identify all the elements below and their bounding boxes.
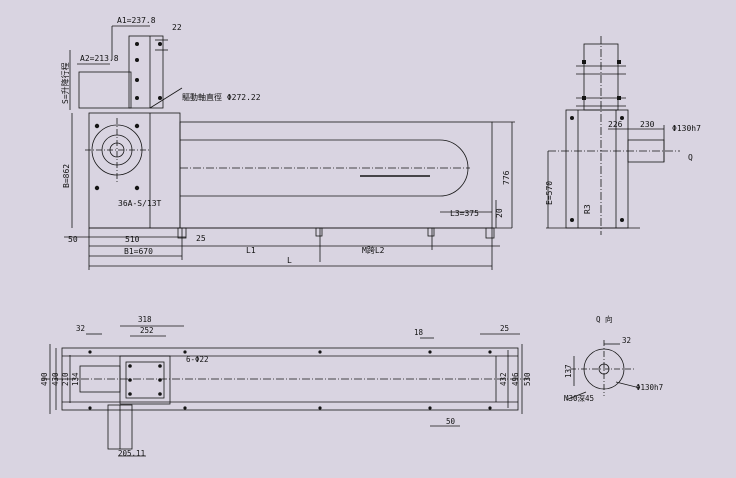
dim-205: 205.11 <box>118 449 145 458</box>
motor-housing <box>128 35 164 109</box>
q-view-labels: Q 向 32 137 M30深45 Φ130h7 <box>564 314 663 403</box>
dim-776: 776 <box>502 170 511 185</box>
dim-bore: 驅動軸直徑 Φ272.22 <box>182 92 261 102</box>
front-view-labels: A1=237.8 22 A2=213.8 S=升降行程 驅動軸直徑 Φ272.2… <box>60 16 511 265</box>
dim-22: 22 <box>172 23 182 32</box>
dim-a1: A1=237.8 <box>117 16 156 25</box>
top-view <box>42 325 530 457</box>
dim-230: 230 <box>640 120 655 129</box>
q-dim-shaft: Φ130h7 <box>636 383 663 392</box>
model-label: 36A-S/13T <box>118 199 162 208</box>
motor-flange <box>78 71 132 109</box>
dim-496: 496 <box>511 372 520 386</box>
dim-b1: B1=670 <box>124 247 153 256</box>
dim-holes: 6-Φ22 <box>186 355 209 364</box>
dim-b: B=862 <box>62 164 71 188</box>
dim-252: 252 <box>140 326 154 335</box>
dim-s: S=升降行程 <box>60 62 70 104</box>
dim-510: 510 <box>125 235 140 244</box>
dim-134: 134 <box>71 372 80 386</box>
dim-l1: L1 <box>246 246 256 255</box>
label-q: Q <box>688 153 693 162</box>
dim-m: M跨L2 <box>362 246 385 255</box>
dim-432: 432 <box>499 372 508 386</box>
q-view <box>565 340 641 401</box>
dim-18: 18 <box>414 328 424 337</box>
top-gearbox <box>119 355 171 405</box>
dim-20: 20 <box>495 208 504 218</box>
dim-25r: 25 <box>500 324 509 333</box>
dim-32: 32 <box>76 324 85 333</box>
dim-210: 210 <box>61 372 70 386</box>
q-dim-keyway: M30深45 <box>564 394 594 403</box>
dim-430: 430 <box>51 372 60 386</box>
dim-e: E=570 <box>545 181 554 205</box>
side-view <box>546 36 680 235</box>
dim-530: 530 <box>523 372 532 386</box>
dim-shaft: Φ130h7 <box>672 124 701 133</box>
q-dim-137: 137 <box>564 364 573 378</box>
dim-25: 25 <box>196 234 206 243</box>
q-title: Q 向 <box>596 314 613 324</box>
top-view-labels: 32 318 252 6-Φ22 490 430 210 134 18 25 4… <box>40 315 532 458</box>
drive-wheel-mid <box>101 134 133 166</box>
dim-a2: A2=213.8 <box>80 54 119 63</box>
front-view <box>64 25 515 270</box>
dim-l3: L3=375 <box>450 209 479 218</box>
side-view-labels: 226 230 Φ130h7 Q E=570 R3 <box>545 120 701 214</box>
dim-50b: 50 <box>446 417 456 426</box>
dim-r: R3 <box>583 204 592 214</box>
q-dim-32: 32 <box>622 336 631 345</box>
dim-490: 490 <box>40 372 49 386</box>
dim-318: 318 <box>138 315 152 324</box>
dim-l: L <box>287 256 292 265</box>
dim-50: 50 <box>68 235 78 244</box>
dim-226: 226 <box>608 120 623 129</box>
